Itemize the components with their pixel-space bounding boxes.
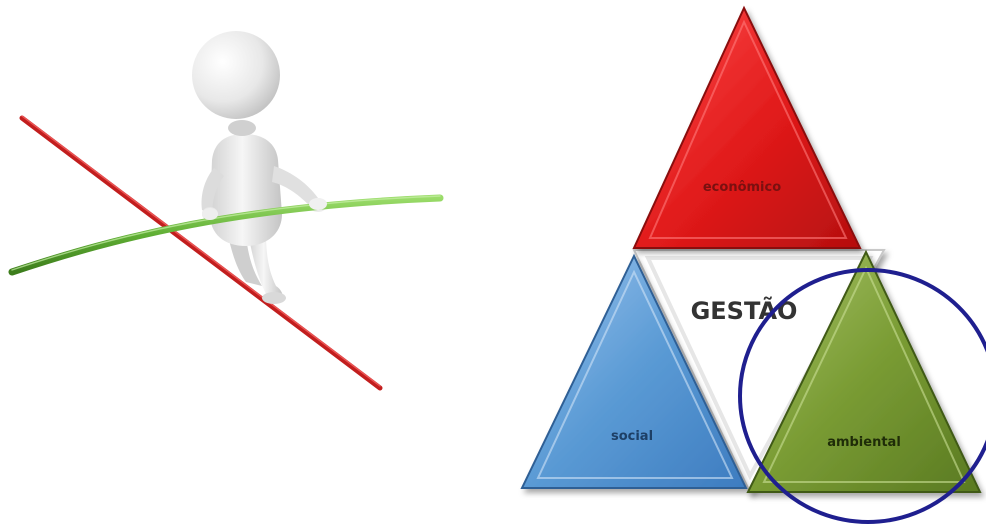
label-ambiental: ambiental xyxy=(827,435,901,450)
right-triangle xyxy=(746,249,982,493)
label-gestao: GESTÃO xyxy=(691,296,798,325)
label-economico: econômico xyxy=(703,180,781,195)
rope-icon xyxy=(19,115,383,391)
highlight-circle xyxy=(738,268,986,524)
top-triangle xyxy=(632,5,862,249)
left-triangle xyxy=(520,253,748,489)
label-social: social xyxy=(611,429,653,444)
sustainability-diagram: econômico GESTÃO social ambiental xyxy=(520,5,986,524)
balance-pole-icon xyxy=(8,194,444,276)
tightrope-illustration xyxy=(8,31,444,391)
